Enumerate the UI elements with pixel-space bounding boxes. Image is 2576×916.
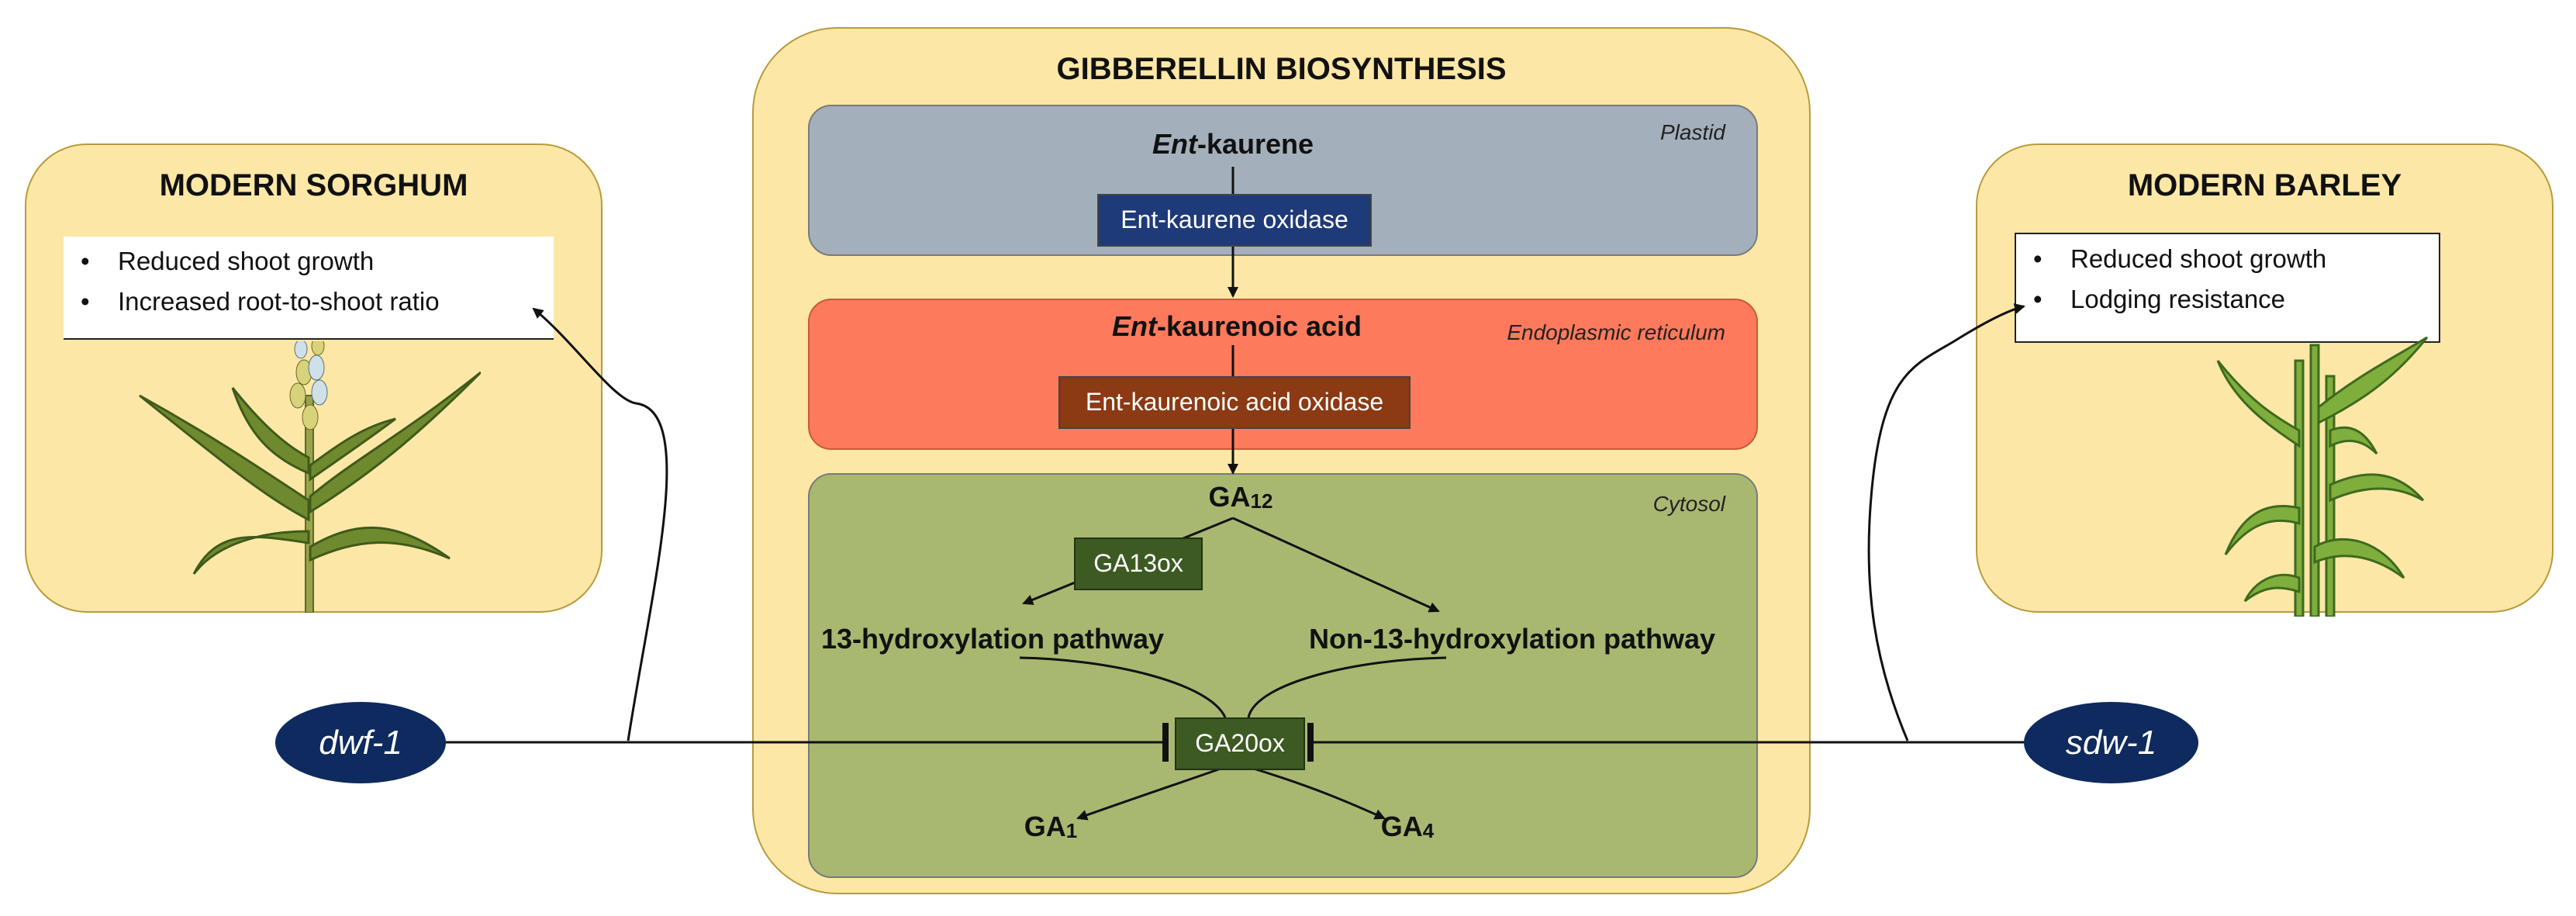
sdw1-to-barley-arrow — [1867, 303, 2025, 741]
ga20ox-enzyme: GA20ox — [1175, 717, 1305, 770]
ga4-sub: 4 — [1422, 819, 1435, 842]
ga12-molecule: GA12 — [1202, 481, 1279, 513]
ent-kaurene-oxidase-enzyme: Ent-kaurene oxidase — [1097, 194, 1372, 247]
ent-kaurene-prefix: Ent — [1152, 128, 1197, 160]
ga1-base: GA — [1024, 811, 1066, 842]
ga12-base: GA — [1208, 481, 1251, 513]
plastid-label: Plastid — [1659, 120, 1725, 144]
arrow-ga20ox-to-ga4 — [1248, 766, 1386, 820]
ent-kaurenoic-prefix: Ent — [1111, 310, 1157, 342]
ga1-molecule: GA1 — [1016, 811, 1086, 843]
ent-kaurenoic-acid-molecule: Ent-kaurenoic acid — [1082, 310, 1392, 343]
sorghum-traits-list: Reduced shoot growth Increased root-to-s… — [64, 237, 554, 340]
ga12-sub: 12 — [1250, 489, 1273, 513]
arrow-ga20ox-to-ga1 — [1076, 766, 1226, 821]
biosynthesis-title: GIBBERELLIN BIOSYNTHESIS — [1056, 52, 1507, 86]
cytosol-label: Cytosol — [1652, 492, 1725, 516]
ga13ox-enzyme: GA13ox — [1074, 538, 1203, 590]
ent-kaurenoic-acid-oxidase-enzyme: Ent-kaurenoic acid oxidase — [1058, 376, 1411, 429]
ga4-base: GA — [1380, 811, 1423, 842]
barley-plant-icon — [2216, 336, 2429, 617]
sorghum-plant-icon — [139, 341, 481, 613]
pathway-right: Non-13-hydroxylation pathway — [1308, 623, 1716, 655]
sorghum-trait-1: Reduced shoot growth — [81, 241, 538, 282]
barley-trait-1: Reduced shoot growth — [2033, 239, 2423, 279]
ent-kaurenoic-suffix: -kaurenoic acid — [1156, 310, 1362, 342]
ga4-molecule: GA4 — [1373, 811, 1442, 843]
barley-title: MODERN BARLEY — [2127, 168, 2402, 202]
dwf1-gene: dwf-1 — [275, 702, 446, 783]
barley-panel: MODERN BARLEY — [1976, 143, 2554, 613]
curve-non13h-to-ga20ox — [1247, 656, 1447, 718]
sorghum-title: MODERN SORGHUM — [159, 168, 468, 202]
curve-13h-to-ga20ox — [1019, 656, 1227, 718]
er-label: Endoplasmic reticulum — [1507, 320, 1725, 344]
plastid-compartment: Plastid — [808, 105, 1758, 256]
dwf1-to-sorghum-arrow — [532, 307, 668, 741]
arrow-ga12-to-non13h — [1232, 517, 1440, 613]
sdw1-gene: sdw-1 — [2024, 702, 2198, 783]
ent-kaurene-molecule: Ent-kaurene — [1093, 128, 1373, 161]
pathway-left: 13-hydroxylation pathway — [820, 623, 1165, 655]
sorghum-trait-2: Increased root-to-shoot ratio — [81, 282, 538, 322]
ga1-sub: 1 — [1065, 819, 1078, 842]
barley-trait-2: Lodging resistance — [2033, 279, 2423, 320]
ent-kaurene-suffix: -kaurene — [1196, 128, 1314, 160]
barley-traits-list: Reduced shoot growth Lodging resistance — [2015, 233, 2440, 343]
er-compartment: Endoplasmic reticulum — [808, 299, 1758, 450]
